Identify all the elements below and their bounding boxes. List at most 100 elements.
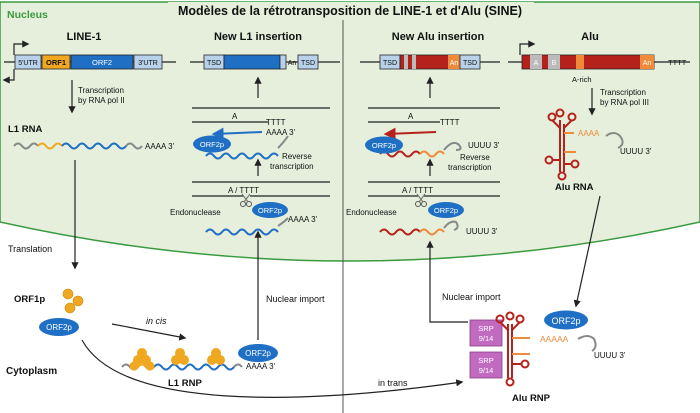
new-alu-rt-a-label: A — [408, 112, 414, 121]
alu-rna-tail — [605, 132, 624, 149]
l1-nuclear-import-label: Nuclear import — [266, 294, 325, 304]
in-cis-label: in cis — [146, 316, 167, 326]
new-alu-rt-rna-tail — [443, 141, 462, 151]
new-l1-rt-label-2: transcription — [270, 162, 314, 171]
alu-rnp-rna-structure — [495, 311, 530, 387]
srp-9-14-top — [469, 319, 503, 347]
l1-rnp-label: L1 RNP — [168, 378, 202, 389]
new-l1-endo-rna-tail — [277, 217, 289, 227]
in-trans-arrow — [81, 339, 464, 398]
new-alu-rt-tttt: TTTT — [440, 118, 460, 127]
alu-rnp-tail — [577, 335, 597, 352]
new-l1-cdna-arrow — [211, 127, 263, 140]
alu-box-b — [548, 55, 560, 69]
alu-promoter — [519, 40, 536, 55]
line1-5utr-box — [14, 54, 42, 70]
orf2p-label-endo: ORF2p — [258, 206, 282, 215]
line1-transcription-line1: Transcription — [78, 86, 124, 95]
alu-transcription-line1: Transcription — [600, 88, 646, 97]
new-alu-rt-label-2: transcription — [448, 163, 492, 172]
new-alu-tsd-right-label: TSD — [463, 60, 477, 67]
alu-box-a-label: A — [534, 60, 539, 67]
new-alu-endo-rna-tail — [443, 220, 459, 231]
line1-promoter-antisense — [2, 69, 15, 84]
alu-a-rich-box — [576, 55, 584, 69]
new-alu-an-label: An — [450, 60, 459, 67]
new-alu-heading: New Alu insertion — [392, 31, 485, 43]
alu-rna-structure — [544, 108, 580, 181]
in-cis-arrow — [111, 323, 187, 341]
new-l1-endonuclease-label: Endonuclease — [170, 208, 221, 217]
line1-3utr-box — [133, 54, 163, 70]
line1-orf1-box — [41, 54, 71, 70]
srp-top-label-1: SRP — [478, 324, 493, 333]
srp-bottom-label-2: 9/14 — [479, 366, 494, 375]
new-l1-rt-aaaa: AAAA 3' — [266, 128, 296, 137]
new-l1-an-label: An — [288, 60, 297, 67]
alu-nuclear-import-label: Nuclear import — [442, 292, 501, 302]
new-l1-element-box — [223, 54, 281, 70]
line1-5utr-label: 5'UTR — [18, 60, 38, 67]
new-alu-endo-uuuu: UUUU 3' — [466, 227, 498, 236]
new-l1-rt-label-1: Reverse — [282, 152, 312, 161]
l1-rnp-orf1p-trimer-3 — [207, 348, 225, 365]
orf2p-label-alu-rt: ORF2p — [372, 141, 396, 150]
translation-label: Translation — [8, 244, 52, 254]
alu-box-b-label: B — [552, 60, 557, 67]
new-alu-box-a — [404, 55, 408, 69]
orf2p-label-alu-endo: ORF2p — [434, 206, 458, 215]
new-alu-endo-rna-red — [379, 228, 421, 236]
alu-heading: Alu — [581, 31, 599, 43]
alu-rnp-uuuu: UUUU 3' — [594, 351, 626, 360]
alu-a-rich-label: A-rich — [572, 75, 592, 84]
line1-orf1-label: ORF1 — [46, 58, 66, 67]
new-alu-tsd-right — [459, 54, 481, 70]
alu-an-box — [640, 55, 654, 69]
l1-rnp-strand-orf2 — [153, 363, 235, 371]
l1-rnp-strand-tail — [233, 363, 243, 368]
new-alu-endo-a-tttt: A / TTTT — [402, 186, 433, 195]
new-l1-rt-rna — [205, 152, 279, 160]
l1-rna-strand-gray — [13, 142, 39, 150]
line1-orf2-label: ORF2 — [92, 58, 112, 67]
new-l1-tsd-right — [297, 54, 319, 70]
title-backdrop — [168, 2, 534, 20]
new-alu-endonuclease-label: Endonuclease — [346, 208, 397, 217]
orf1p-protein-3 — [64, 302, 76, 314]
line1-transcription-line2: by RNA pol II — [78, 96, 125, 105]
l1-rnp-orf1p-trimer-1 — [129, 348, 155, 371]
scissors-icon — [415, 193, 427, 207]
orf1p-label: ORF1p — [14, 294, 45, 305]
new-l1-endo-rna — [205, 228, 279, 236]
alu-rna-uuuu: UUUU 3' — [620, 147, 652, 156]
orf2p-protein-alu-rt — [365, 136, 403, 154]
l1-rna-label: L1 RNA — [8, 124, 42, 135]
nucleus-label: Nucleus — [7, 9, 48, 21]
new-alu-rt-label-1: Reverse — [460, 153, 490, 162]
in-trans-label: in trans — [378, 378, 408, 388]
figure-title: Modèles de la rétrotransposition de LINE… — [178, 4, 522, 18]
alu-rnp-aaaaa: AAAAA — [540, 334, 569, 344]
l1-rna-strand-orf2 — [61, 142, 127, 150]
line1-orf2-box — [70, 54, 134, 70]
new-l1-rt-a-label: A — [232, 112, 238, 121]
alu-tttt-label: TTTT — [668, 58, 687, 67]
orf2p-protein-alu-endo — [428, 202, 464, 218]
l1-rnp-polya: AAAA 3' — [246, 362, 276, 371]
orf1p-protein-1 — [62, 288, 74, 300]
orf2p-protein-alu-rnp — [544, 310, 588, 330]
srp-top-label-2: 9/14 — [479, 334, 494, 343]
orf2p-label-l1-rnp: ORF2p — [245, 349, 271, 358]
srp-9-14-bottom — [469, 351, 503, 379]
orf2p-protein-cytoplasm — [39, 318, 79, 336]
orf2p-label-rt: ORF2p — [200, 140, 224, 149]
orf2p-protein-rt — [193, 135, 231, 153]
new-alu-box-b — [412, 55, 416, 69]
new-l1-rt-rna-tail — [277, 135, 289, 149]
orf2p-label-cytoplasm: ORF2p — [46, 323, 72, 332]
new-alu-cdna-arrow — [383, 127, 437, 140]
alu-rna-aaaa: AAAA — [578, 129, 600, 138]
cytoplasm-label: Cytoplasm — [6, 366, 57, 377]
